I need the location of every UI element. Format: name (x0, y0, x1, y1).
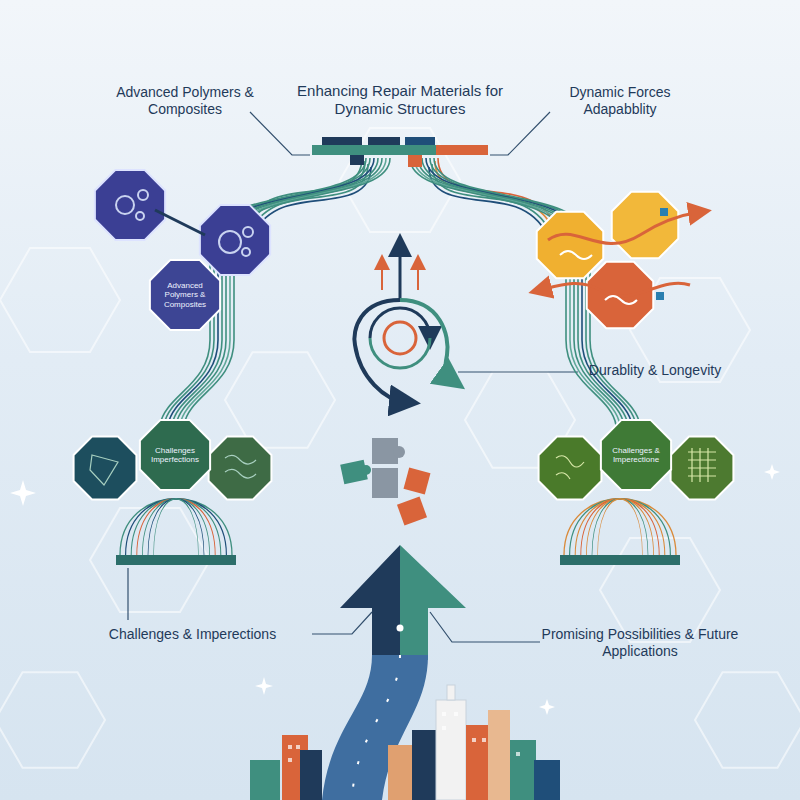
callout-label: Promising Possibilities & Future Applica… (540, 626, 740, 660)
octagon-node: Advanced Polymers & Composites (147, 257, 223, 333)
callout-label: Advanced Polymers & Composites (105, 84, 265, 118)
node-label: Challenges & Imperectione (604, 446, 668, 464)
callout-label: Durablity & Longevity (585, 362, 725, 379)
puzzle-pieces (340, 438, 430, 525)
node-label: Advanced Polymers & Composites (153, 281, 217, 309)
node-text-area: Challenges & Imperectione (598, 417, 674, 493)
sparkles (10, 464, 780, 715)
force-octagons (537, 192, 679, 329)
growth-arrow (322, 545, 466, 800)
octagon-node: Challenges Imperfections (137, 417, 213, 493)
node-text-area: Advanced Polymers & Composites (147, 257, 223, 333)
force-arrows (540, 208, 700, 304)
cycle-symbol (354, 245, 452, 402)
octagon-shape (140, 420, 210, 490)
octagon-shape (601, 420, 671, 490)
node-label: Challenges Imperfections (143, 446, 207, 464)
octagon-shape (150, 260, 220, 330)
comb-base (560, 555, 680, 565)
callout-label: Dynamic Forces Adapabblity (540, 84, 700, 118)
octagon-node: Challenges & Imperectione (598, 417, 674, 493)
comb-base (116, 555, 236, 565)
title-text: Enhancing Repair Materials for Dynamic S… (275, 82, 525, 118)
city-skyline (250, 685, 560, 800)
molecule-symbols (116, 190, 253, 256)
comb-wires (120, 499, 232, 555)
callout-label: Challenges & Imperections (70, 626, 315, 643)
connector-bar (312, 137, 488, 167)
node-text-area: Challenges Imperfections (137, 417, 213, 493)
comb-wires (564, 499, 676, 555)
